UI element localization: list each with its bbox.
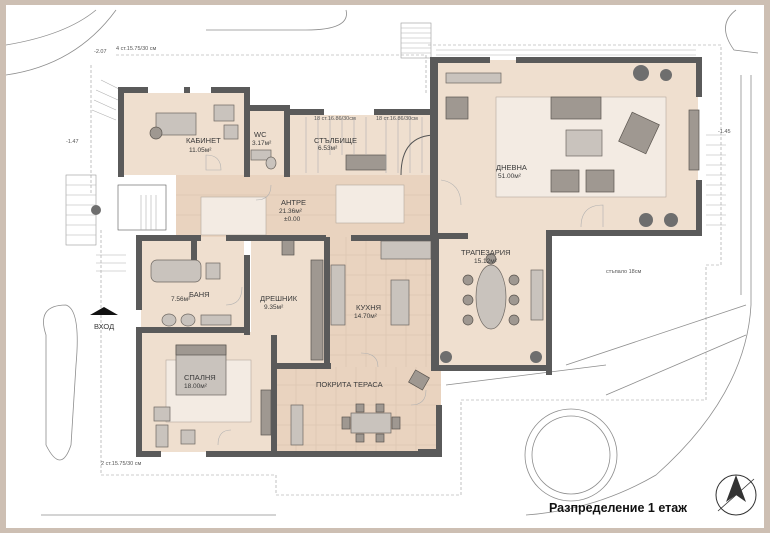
room-name-wc: WC [254,130,267,139]
dining-step-note: стъпало 18см [606,269,641,275]
room-area-kitchen: 14.70м² [354,313,378,320]
room-name-kitchen: КУХНЯ [356,303,381,312]
stairs-bottom-left-note: 2 ст.15.75/30 см [101,461,141,467]
floor-plan-sheet: КАБИНЕТ 11.05м² WC 3.17м² СТЪЛБИЩЕ 6.53м… [6,5,764,528]
room-name-living: ДНЕВНА [496,163,527,172]
interior-staircase [305,117,437,176]
plan-title: Разпределение 1 етаж [549,501,688,515]
walls [118,57,702,457]
level-left: -1.47 [66,139,79,145]
door-swings [205,154,604,446]
room-area-closet: 9.35м² [264,304,284,311]
room-name-office: КАБИНЕТ [186,136,221,145]
level-right: -1.45 [718,129,731,135]
room-area-bedroom: 18.00м² [184,383,208,390]
stairs-top-left-note: 4 ст.15.75/30 см [116,46,156,52]
room-area-office: 11.05м² [189,147,212,154]
room-name-terrace: ПОКРИТА ТЕРАСА [316,380,383,389]
round-planter [524,408,618,502]
room-name-stairs: СТЪЛБИЩЕ [314,136,357,145]
upper-terrace-steps [400,22,726,226]
room-name-closet: ДРЕШНИК [260,294,298,303]
room-area-living: 51.00м² [498,173,522,180]
entry-steps [65,79,126,272]
plants [91,65,678,363]
level-top-left: -2.07 [94,49,107,55]
north-arrow-icon [715,474,757,516]
furniture [149,72,700,448]
annotations: -2.07 -1.47 -1.45 18 ст.16.86/30см 18 ст… [66,46,731,467]
room-name-hall: АНТРЕ [281,198,306,207]
room-area-hall: 21.36м² [279,208,303,215]
room-name-bath: БАНЯ [189,290,210,299]
hall-level: ±0.00 [284,216,301,223]
stairs-right-note: 18 ст.16.86/30см [376,116,418,122]
room-area-bath: 7.56м² [171,296,191,303]
floor-plan-drawing: КАБИНЕТ 11.05м² WC 3.17м² СТЪЛБИЩЕ 6.53м… [6,9,759,516]
room-labels: КАБИНЕТ 11.05м² WC 3.17м² СТЪЛБИЩЕ 6.53м… [94,130,527,390]
entrance-marker [90,184,167,315]
room-area-stairs: 6.53м² [318,145,338,152]
stairs-left-note: 18 ст.16.86/30см [314,116,356,122]
room-name-dining: ТРАПЕЗАРИЯ [461,248,511,257]
room-area-wc: 3.17м² [252,140,272,147]
entrance-label: ВХОД [94,322,114,331]
room-area-dining: 15.12м² [474,258,498,265]
site-boundary-lines [6,9,759,516]
room-name-bedroom: СПАЛНЯ [184,373,216,382]
